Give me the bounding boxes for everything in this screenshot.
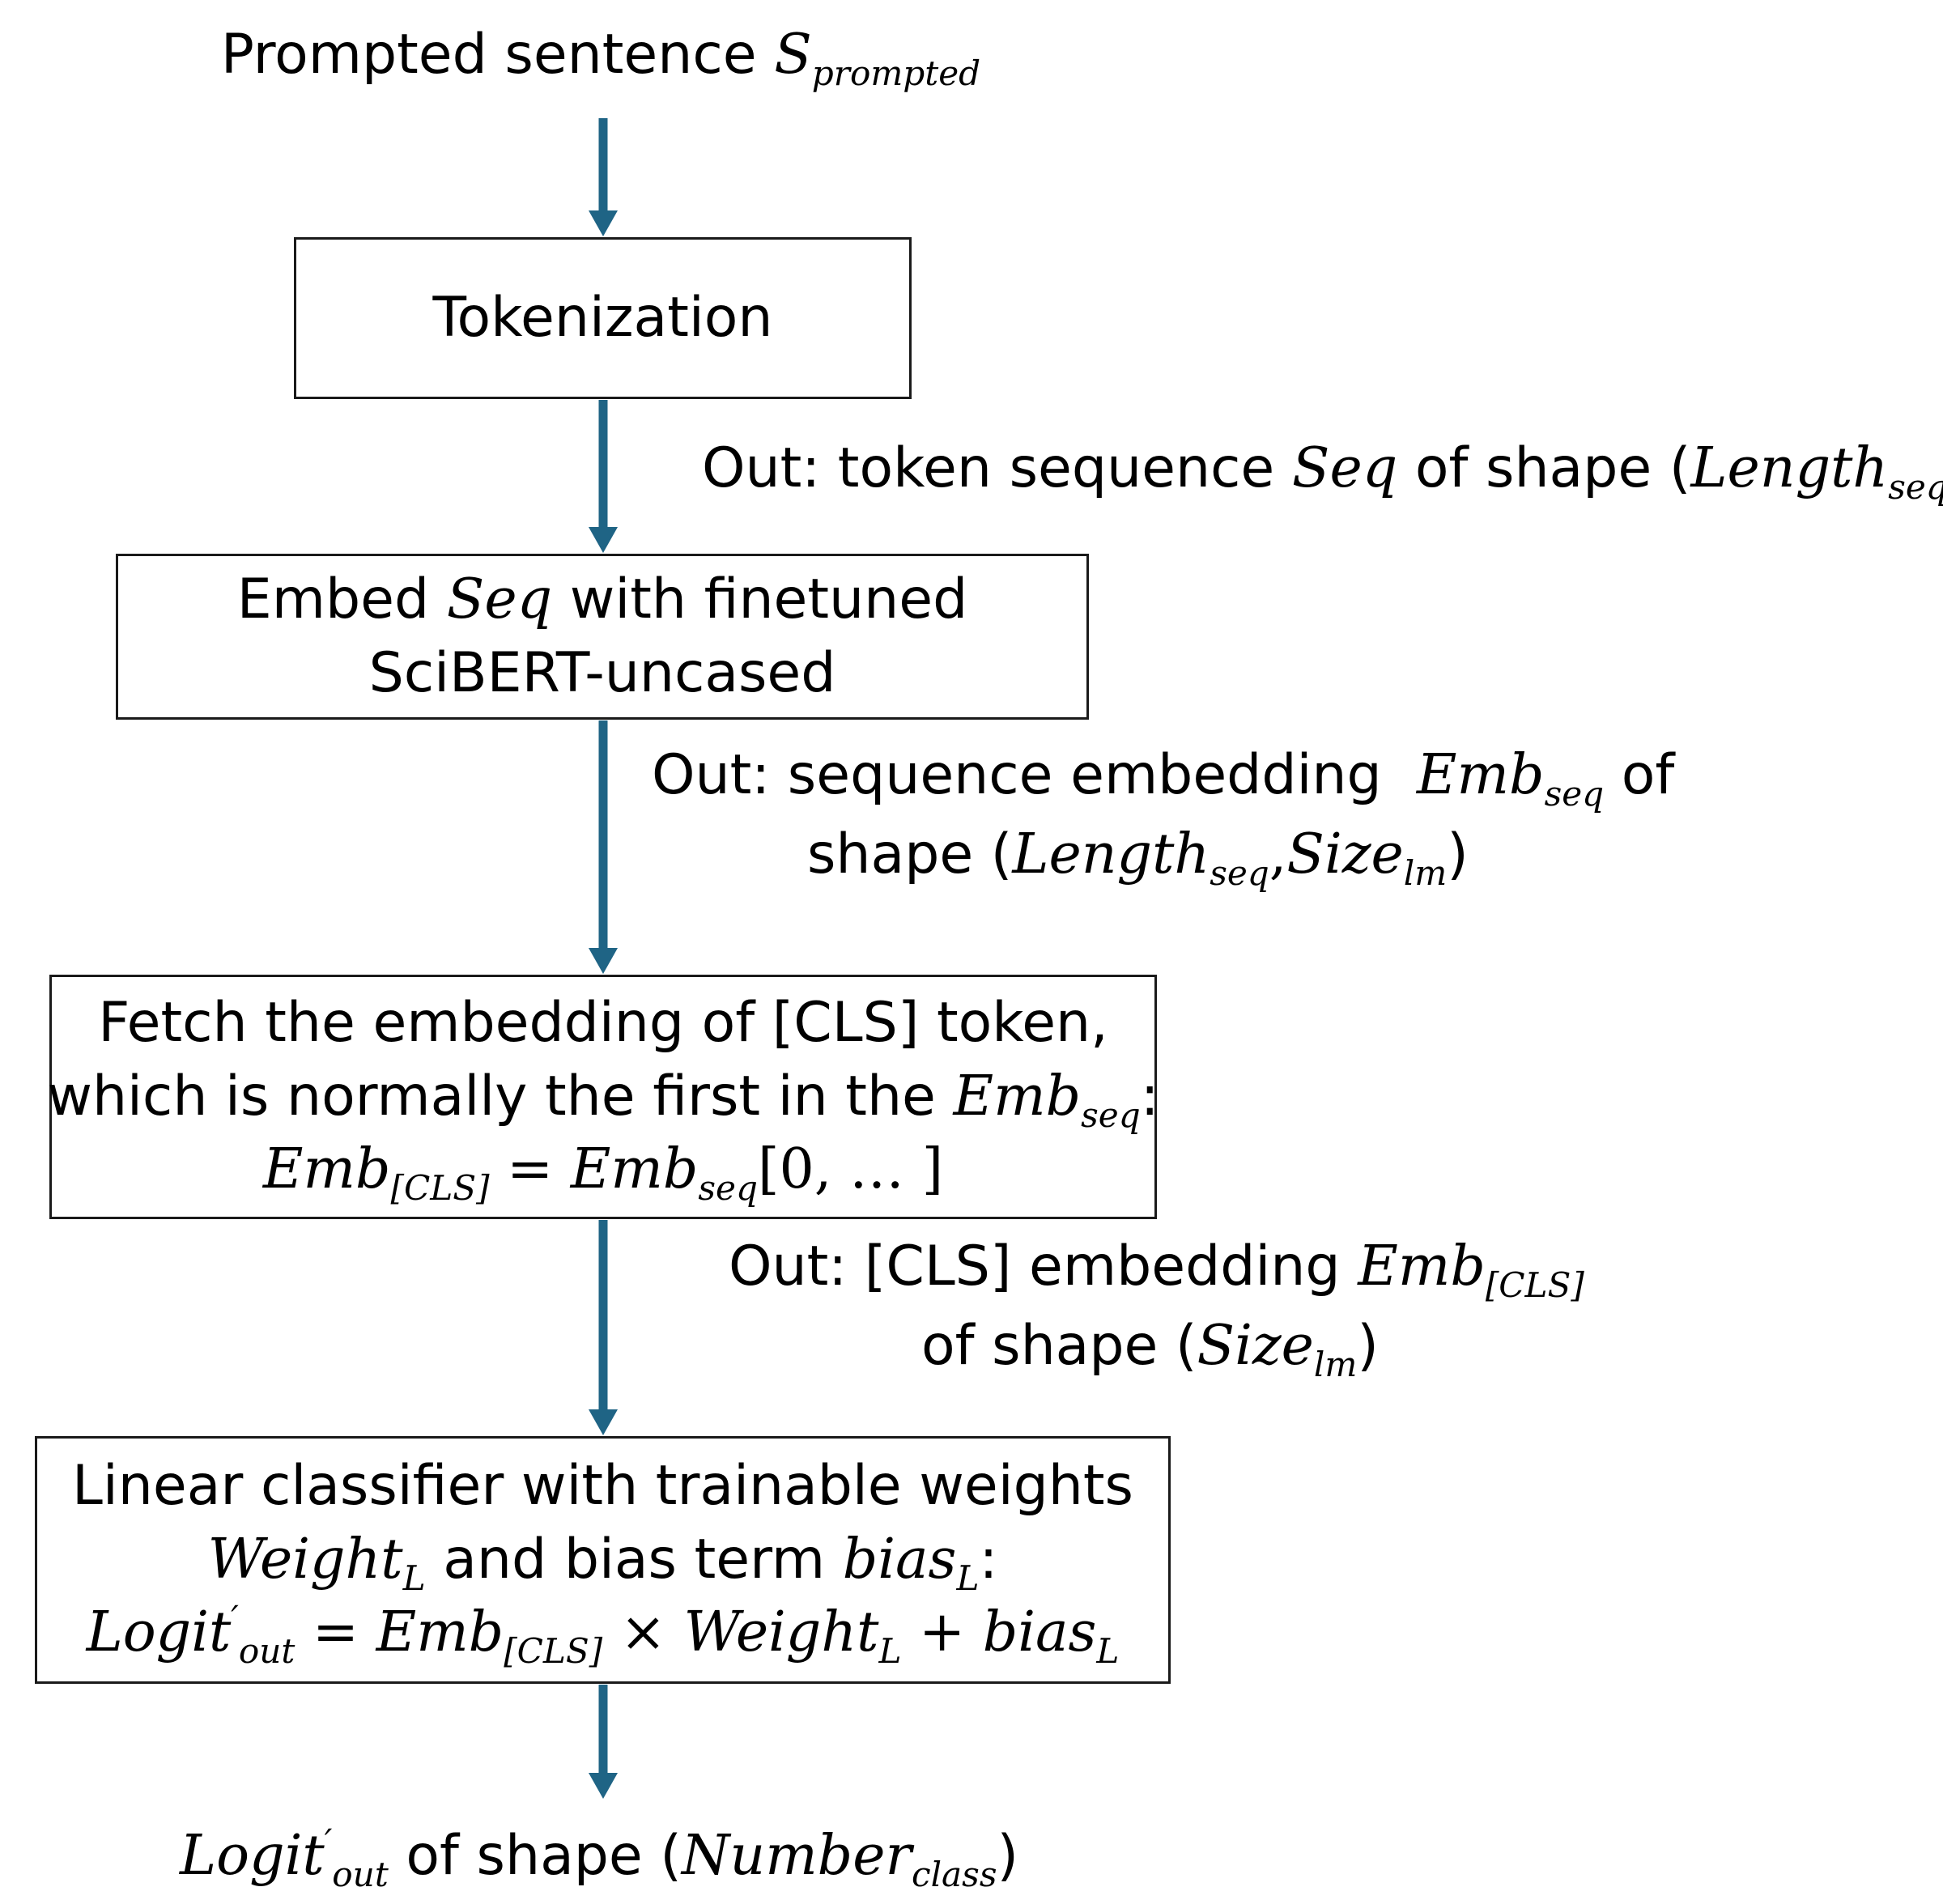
arrow-cls-to-linear xyxy=(589,1220,618,1435)
linear-line-1: Linear classifier with trainable weights xyxy=(72,1454,1133,1519)
tokenization-box: Tokenization xyxy=(294,237,912,399)
embed-line-1: Embed Seq with finetuned xyxy=(236,567,968,632)
arrow-tokenization-to-embed xyxy=(589,400,618,553)
cls-embedding-output-label-line-2: of shape (Sizelm) xyxy=(921,1314,1379,1384)
arrow-embed-to-cls xyxy=(589,720,618,974)
cls-line-2: which is normally the first in the Embse… xyxy=(47,1064,1159,1135)
cls-line-1: Fetch the embedding of [CLS] token, xyxy=(98,991,1108,1056)
output-label: Logit′out of shape (Numberclass) xyxy=(180,1821,1018,1894)
tokenization-label: Tokenization xyxy=(432,285,773,350)
sequence-embedding-output-label-line-1: Out: sequence embedding Embseq of xyxy=(652,743,1675,814)
input-label: Prompted sentence Sprompted xyxy=(220,23,981,93)
sequence-embedding-output-label-line-2: shape (Lengthseq,Sizelm) xyxy=(807,822,1469,893)
cls-equation: Emb[CLS] = Embseq[0, … ] xyxy=(262,1137,944,1208)
arrow-input-to-tokenization xyxy=(589,118,618,236)
linear-equation: Logit′out = Emb[CLS] × WeightL + biasL xyxy=(86,1598,1120,1671)
linear-line-2: WeightL and bias term biasL: xyxy=(207,1527,998,1598)
cls-fetch-box: Fetch the embedding of [CLS] token, whic… xyxy=(47,975,1159,1219)
arrow-linear-to-output xyxy=(589,1685,618,1799)
cls-embedding-output-label-line-1: Out: [CLS] embedding Emb[CLS] xyxy=(729,1235,1584,1305)
embed-line-2: SciBERT-uncased xyxy=(368,640,836,705)
embed-box: Embed Seq with finetuned SciBERT-uncased xyxy=(116,554,1089,720)
token-sequence-output-label: Out: token sequence Seq of shape (Length… xyxy=(702,436,1943,507)
linear-classifier-box: Linear classifier with trainable weights… xyxy=(35,1436,1171,1684)
